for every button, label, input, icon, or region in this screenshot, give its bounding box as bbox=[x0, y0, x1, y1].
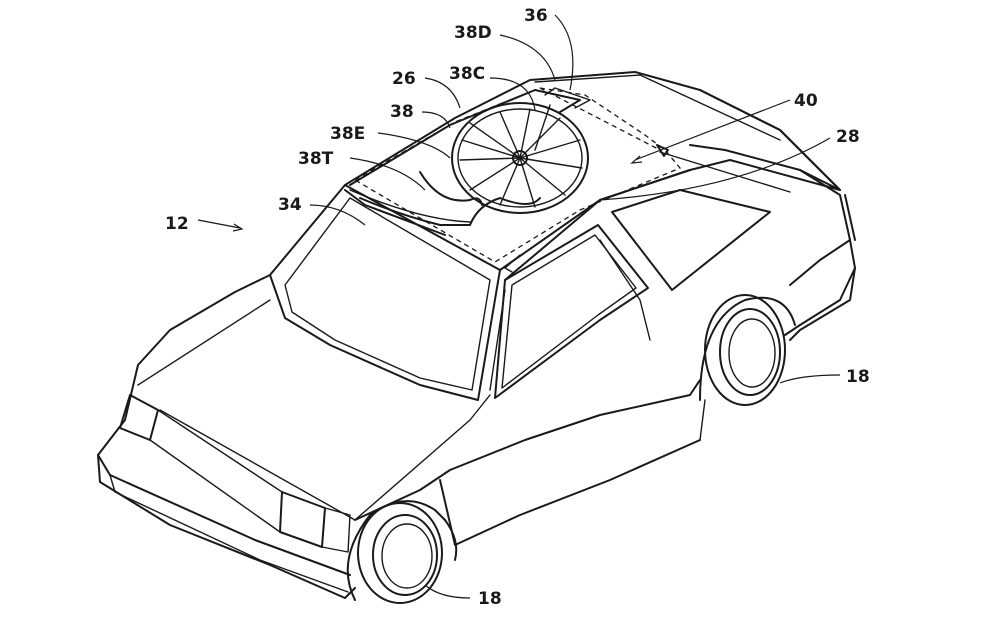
label-38: 38 bbox=[390, 102, 414, 122]
reference-labels: 12 26 38 38E 38T 34 38D 36 38C 40 28 18 … bbox=[165, 6, 870, 609]
label-18-rear: 18 bbox=[846, 367, 870, 387]
label-38d: 38D bbox=[454, 23, 492, 43]
fan-hub bbox=[512, 150, 528, 166]
label-26: 26 bbox=[392, 69, 416, 89]
greenhouse bbox=[269, 71, 841, 401]
fan-ring bbox=[451, 102, 589, 214]
front-wheel bbox=[346, 500, 458, 604]
fan-spokes bbox=[459, 108, 583, 208]
label-40: 40 bbox=[794, 91, 818, 111]
label-38e: 38E bbox=[330, 124, 365, 144]
rear-wheel bbox=[699, 294, 796, 406]
label-34: 34 bbox=[278, 195, 302, 215]
label-12: 12 bbox=[165, 214, 189, 234]
label-28: 28 bbox=[836, 127, 860, 147]
label-38c: 38C bbox=[449, 64, 485, 84]
label-38t: 38T bbox=[298, 149, 334, 169]
label-18-front: 18 bbox=[478, 589, 502, 609]
leader-lines bbox=[197, 14, 841, 599]
sunroof-assembly bbox=[344, 87, 682, 273]
label-36: 36 bbox=[524, 6, 548, 26]
